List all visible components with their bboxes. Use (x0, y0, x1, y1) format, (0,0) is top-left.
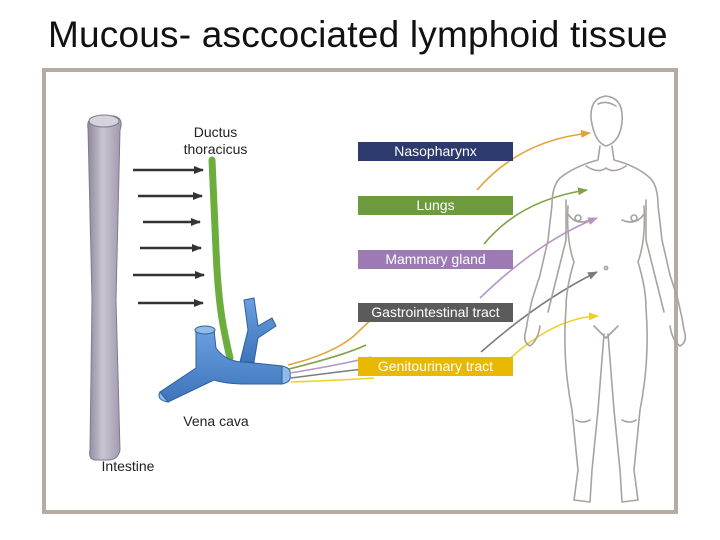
intestine-tube (87, 114, 122, 461)
migration-arrows (133, 166, 205, 307)
ductus-thoracicus-label: Ductus thoracicus (168, 124, 263, 158)
ductus-label-line2: thoracicus (183, 141, 248, 157)
intestine-label: Intestine (101, 458, 155, 474)
target-nasopharynx: Nasopharynx (358, 142, 513, 161)
target-genitourinary-tract: Genitourinary tract (358, 357, 513, 376)
ductus-thoracicus (208, 156, 234, 362)
body-outline (523, 95, 687, 503)
target-mammary-gland: Mammary gland (358, 250, 513, 269)
vena-cava-label: Vena cava (183, 413, 249, 429)
vena-cava (158, 297, 291, 403)
ductus-label-line1: Ductus (193, 124, 238, 140)
target-gastrointestinal-tract: Gastrointestinal tract (358, 303, 513, 322)
slide-title: Mucous- asccociated lymphoid tissue (48, 14, 668, 55)
target-lungs: Lungs (358, 196, 513, 215)
